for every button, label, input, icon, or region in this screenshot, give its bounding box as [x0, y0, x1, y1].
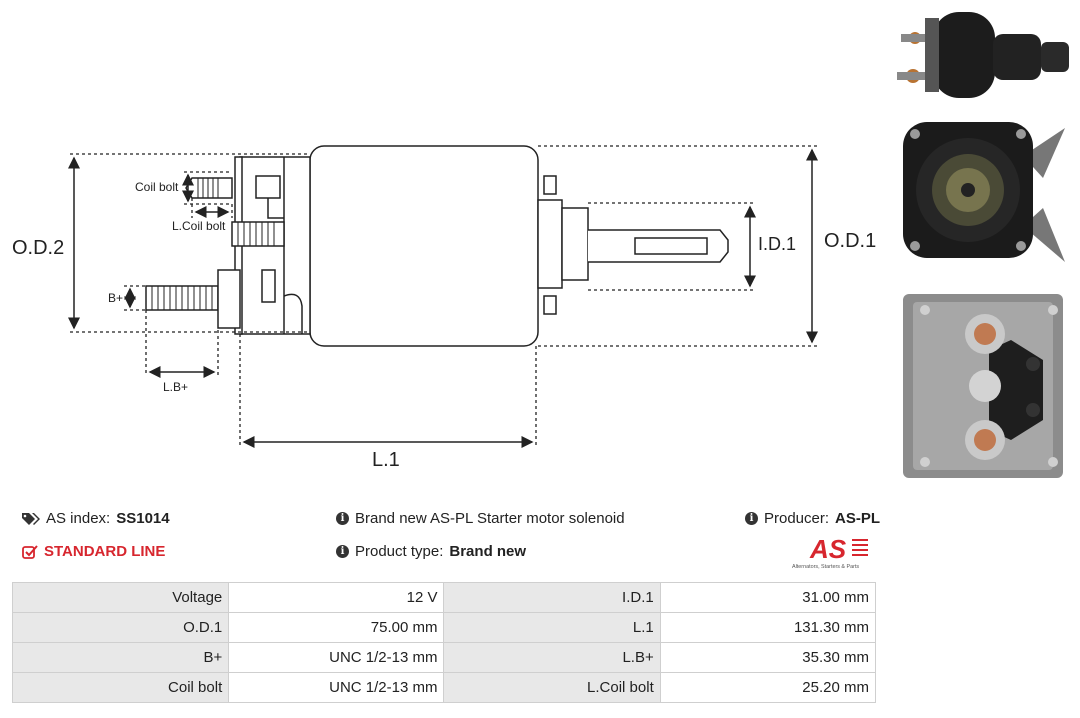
svg-text:Alternators, Starters & Parts: Alternators, Starters & Parts	[792, 564, 859, 570]
spec-value: UNC 1/2-13 mm	[228, 672, 445, 703]
spec-value: 25.20 mm	[659, 672, 877, 703]
as-index-label: AS index:	[46, 510, 111, 527]
producer-label: Producer:	[764, 510, 830, 527]
product-photo-terminals	[903, 294, 1063, 478]
spec-key: L.B+	[443, 642, 661, 673]
od2-label: O.D.2	[12, 237, 64, 259]
spec-value: 75.00 mm	[228, 612, 445, 643]
l-coil-bolt-label: L.Coil bolt	[172, 219, 226, 233]
tags-icon	[22, 512, 40, 525]
product-photo-front	[903, 122, 1065, 262]
standard-line: STANDARD LINE	[22, 543, 165, 560]
producer: i Producer: AS-PL	[745, 510, 880, 527]
as-index: AS index: SS1014	[22, 510, 170, 527]
info-icon: i	[336, 545, 349, 558]
technical-drawing: O.D.2 O.D.1 I.D.1 L.1 Coil bolt L.Coil b…	[12, 145, 876, 471]
spec-key: L.1	[443, 612, 661, 643]
l1-label: L.1	[372, 449, 400, 471]
producer-value: AS-PL	[835, 510, 881, 527]
product-photo-side	[897, 12, 1069, 98]
spec-key: B+	[11, 642, 230, 673]
svg-text:AS: AS	[809, 534, 847, 564]
spec-key: O.D.1	[11, 612, 230, 643]
spec-value: 12 V	[228, 582, 445, 613]
spec-value: UNC 1/2-13 mm	[228, 642, 445, 673]
spec-key: L.Coil bolt	[443, 672, 661, 703]
spec-key: I.D.1	[443, 582, 661, 613]
spec-key: Coil bolt	[11, 672, 230, 703]
table-row: Coil bolt UNC 1/2-13 mm L.Coil bolt 25.2…	[11, 672, 877, 703]
spec-table: Voltage 12 V I.D.1 31.00 mm O.D.1 75.00 …	[11, 582, 877, 703]
as-index-value: SS1014	[116, 510, 170, 527]
info-icon: i	[336, 512, 349, 525]
product-type-value: Brand new	[449, 543, 527, 560]
spec-value: 35.30 mm	[659, 642, 877, 673]
standard-line-text: STANDARD LINE	[44, 543, 166, 560]
product-type: i Product type: Brand new	[336, 543, 526, 560]
check-square-icon	[22, 544, 38, 559]
description: i Brand new AS-PL Starter motor solenoid	[336, 510, 625, 527]
table-row: Voltage 12 V I.D.1 31.00 mm	[11, 582, 877, 613]
table-row: O.D.1 75.00 mm L.1 131.30 mm	[11, 612, 877, 643]
l-b-plus-label: L.B+	[163, 380, 188, 394]
table-row: B+ UNC 1/2-13 mm L.B+ 35.30 mm	[11, 642, 877, 673]
spec-key: Voltage	[11, 582, 230, 613]
description-text: Brand new AS-PL Starter motor solenoid	[355, 510, 625, 527]
b-plus-label: B+	[108, 291, 123, 305]
id1-label: I.D.1	[758, 234, 796, 254]
info-icon: i	[745, 512, 758, 525]
spec-value: 31.00 mm	[659, 582, 877, 613]
product-type-label: Product type:	[355, 543, 444, 560]
spec-value: 131.30 mm	[659, 612, 877, 643]
as-pl-logo: AS Alternators, Starters & Parts	[792, 534, 868, 570]
od1-label: O.D.1	[824, 230, 876, 252]
coil-bolt-label: Coil bolt	[135, 180, 179, 194]
